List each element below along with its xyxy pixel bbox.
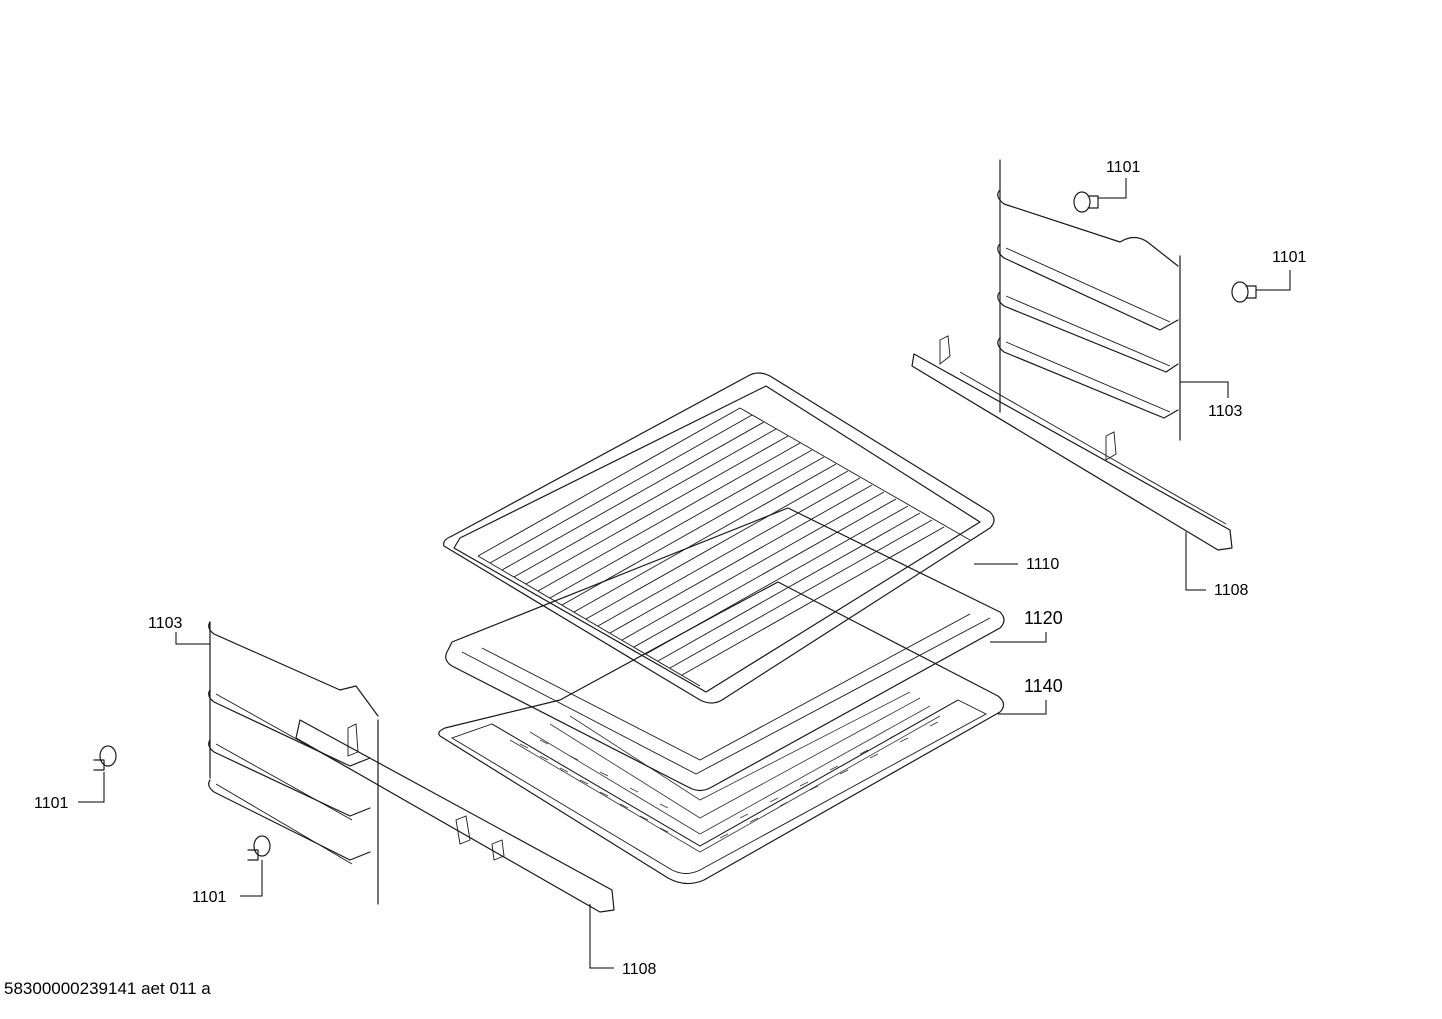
leader-lines [78,178,1291,969]
clip-left [93,745,117,771]
clip-top [1073,191,1099,213]
callout-rail-right: 1108 [1214,582,1249,599]
rail-right [911,335,1233,551]
callout-rail-left: 1108 [622,961,657,978]
clip-right [1231,281,1257,303]
rack-left [208,621,379,905]
callout-baking-tray: 1120 [1024,608,1063,628]
document-id: 58300000239141 aet 011 a [4,979,211,998]
callout-rack-left: 1103 [148,615,183,632]
callout-clip-left: 1101 [34,795,69,812]
callout-clip-top: 1101 [1106,159,1141,176]
clip-lower [247,835,271,861]
callout-clip-right: 1101 [1272,249,1307,266]
callout-wire-shelf: 1110 [1026,556,1059,573]
baking-tray [445,507,1005,792]
callout-grill-pan: 1140 [1024,676,1063,696]
grill-pan-perforations [509,691,941,853]
rail-left [295,719,615,913]
callout-rack-right: 1103 [1208,403,1243,420]
wire-shelf [443,372,995,704]
callout-clip-lower: 1101 [192,889,227,906]
rack-right [997,159,1181,441]
grill-pan [438,581,1005,885]
